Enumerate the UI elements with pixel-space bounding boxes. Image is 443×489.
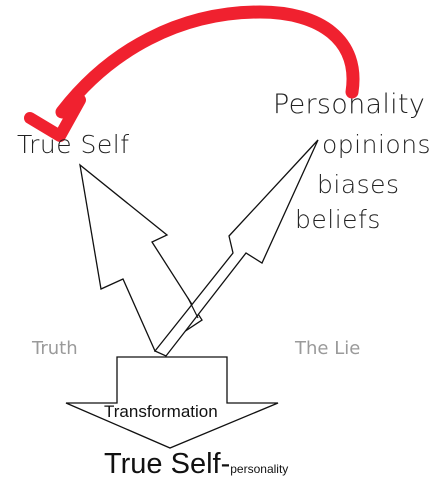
truth-label: Truth	[32, 338, 78, 359]
personality-subscript: personality	[230, 462, 289, 476]
personality-label: Personality	[273, 89, 426, 120]
red-curved-arrow-shaft	[55, 5, 360, 119]
beliefs-label: beliefs	[295, 205, 381, 234]
opinions-label: opinions	[322, 130, 432, 159]
lie-arrow	[153, 139, 319, 357]
red-arrowhead	[24, 94, 86, 142]
transformation-label: Transformation	[104, 402, 218, 421]
lie-arrow-overlap-line	[187, 297, 199, 319]
the-lie-label: The Lie	[295, 338, 361, 359]
transformation-arrow	[65, 356, 279, 449]
true-self-bottom-main: True Self-	[104, 448, 231, 480]
true-self-top-label: True Self	[17, 130, 130, 159]
true-self-bottom-label: True Self-personality	[104, 450, 288, 479]
biases-label: biases	[317, 170, 400, 199]
